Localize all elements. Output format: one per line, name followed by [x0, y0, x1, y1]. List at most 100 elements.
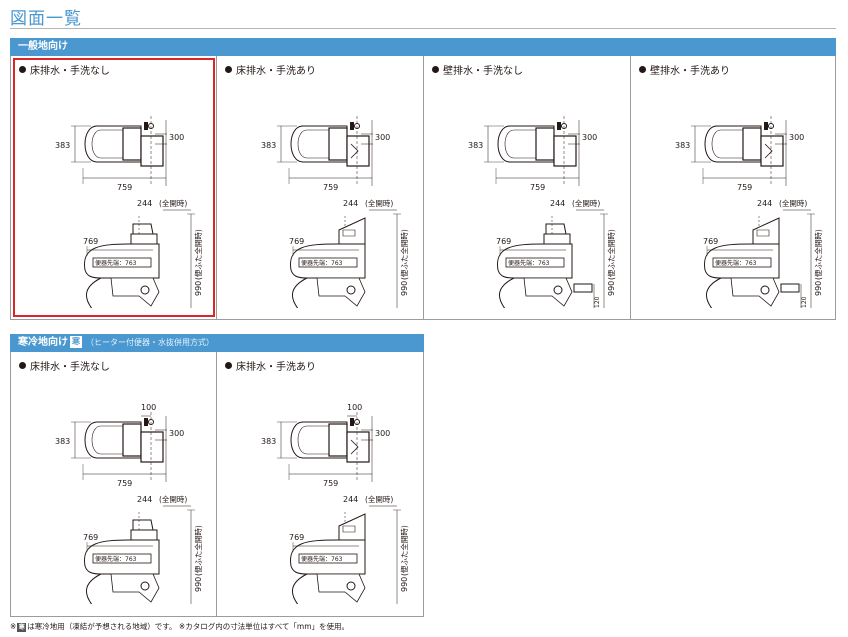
bullet-icon — [432, 66, 439, 73]
dim-383: 383 — [261, 437, 276, 446]
dim-244-note: (全開時) — [365, 494, 393, 504]
bullet-icon — [19, 66, 26, 73]
tip-label: 便器先端：763 — [715, 259, 757, 267]
dim-383: 383 — [468, 141, 483, 150]
section-title-general: 一般地向け — [18, 41, 68, 52]
dim-300: 300 — [169, 429, 184, 438]
dim-759: 759 — [117, 183, 132, 192]
dim-759: 759 — [117, 479, 132, 488]
toilet-drawing: 300383759244(全開時)便器先端：763769990(便ふた全開時)2… — [261, 116, 409, 308]
dim-990-note: (便ふた全開時) — [813, 229, 823, 280]
dim-769: 769 — [289, 533, 304, 542]
toilet-drawing: 300383759100244(全開時)便器先端：763769990(便ふた全開… — [55, 403, 203, 604]
tip-label: 便器先端：763 — [95, 259, 137, 267]
cell-label-text: 壁排水・手洗なし — [443, 66, 523, 77]
dim-300: 300 — [169, 133, 184, 142]
toilet-drawing: 300 383 759 100 244 (全開時) 便器先端：763 769 990(便ふた全開… — [261, 403, 409, 604]
section-header-general: 一般地向け — [10, 38, 836, 56]
dim-244-note: (全開時) — [159, 494, 187, 504]
cell-label: 床排水・手洗なし — [19, 62, 110, 77]
dim-244: 244 — [343, 199, 358, 208]
dim-383: 383 — [55, 437, 70, 446]
dim-244-note: (全開時) — [159, 198, 187, 208]
dim-244: 244 — [137, 199, 152, 208]
tip-label: 便器先端：763 — [301, 555, 343, 563]
dim-990: 990 — [814, 281, 823, 296]
cell-label-text: 床排水・手洗あり — [236, 66, 316, 77]
dim-120: 120 — [594, 296, 601, 308]
cell-label: 床排水・手洗あり — [225, 62, 316, 77]
dim-244: 244 — [343, 495, 358, 504]
dim-769: 769 — [703, 237, 718, 246]
dim-300: 300 — [375, 429, 390, 438]
top-view: 300 383 759 100 — [261, 403, 390, 488]
top-view: 300 383 759 — [55, 116, 184, 192]
section-title-cold: 寒冷地向け — [18, 337, 68, 348]
section-header-cold: 寒冷地向け寒 （ヒーター付便器・水抜併用方式） — [10, 334, 424, 352]
dim-300: 300 — [789, 133, 804, 142]
dim-100: 100 — [347, 403, 362, 412]
cell-label-text: 床排水・手洗なし — [30, 66, 110, 77]
dim-990: 990 — [400, 577, 409, 592]
dim-769: 769 — [83, 533, 98, 542]
dim-759: 759 — [530, 183, 545, 192]
dim-759: 759 — [737, 183, 752, 192]
title-divider — [10, 28, 836, 29]
dim-990: 990 — [607, 281, 616, 296]
dim-244: 244 — [550, 199, 565, 208]
cell-label: 壁排水・手洗なし — [432, 62, 523, 77]
cell-label-text: 壁排水・手洗あり — [650, 66, 730, 77]
cell-label-text: 床排水・手洗あり — [236, 362, 316, 373]
dim-990: 990 — [194, 577, 203, 592]
bullet-icon — [19, 362, 26, 369]
dim-990: 990 — [194, 281, 203, 296]
section-note-cold: （ヒーター付便器・水抜併用方式） — [86, 338, 214, 347]
dim-990: 990 — [400, 281, 409, 296]
page-title: 図面一覧 — [10, 9, 82, 29]
drawing-cell[interactable]: 床排水・手洗あり 300 383 759 100 244 (全開時) 便器先端：763 769 9… — [217, 352, 424, 616]
cell-label-text: 床排水・手洗なし — [30, 362, 110, 373]
tip-label: 便器先端：763 — [301, 259, 343, 267]
toilet-drawing: 300383759244(全開時)便器先端：763769990(便ふた全開時)2… — [55, 116, 203, 308]
toilet-drawing: 300383759244(全開時)便器先端：763769120990(便ふた全開… — [675, 116, 823, 308]
cell-label: 壁排水・手洗あり — [639, 62, 730, 77]
dim-990-note: (便ふた全開時) — [606, 229, 616, 280]
bullet-icon — [225, 362, 232, 369]
toilet-drawing: 300383759244(全開時)便器先端：763769120990(便ふた全開… — [468, 116, 616, 308]
dim-383: 383 — [55, 141, 70, 150]
tip-label: 便器先端：763 — [508, 259, 550, 267]
dim-990-note: (便ふた全開時) — [193, 229, 203, 280]
dim-990-note: (便ふた全開時) — [399, 229, 409, 280]
dim-990-note: (便ふた全開時) — [193, 525, 203, 576]
dim-769: 769 — [496, 237, 511, 246]
tip-label: 便器先端：763 — [95, 555, 137, 563]
footnote-prefix: ※ — [10, 622, 17, 631]
dim-244: 244 — [757, 199, 772, 208]
dim-990-note: (便ふた全開時) — [399, 525, 409, 576]
section-cold: 床排水・手洗なし 300 383 759 100 244 (全開時) 便器先端：763 769 9… — [10, 352, 424, 617]
dim-300: 300 — [375, 133, 390, 142]
dim-759: 759 — [323, 183, 338, 192]
bullet-icon — [639, 66, 646, 73]
dim-100: 100 — [141, 403, 156, 412]
footnote-text: は寒冷地用（凍結が予想される地域）です。 ※カタログ内の寸法単位はすべて「mm」… — [27, 622, 349, 631]
top-view: 300 383 759 — [468, 116, 597, 192]
dim-300: 300 — [582, 133, 597, 142]
bullet-icon — [225, 66, 232, 73]
dim-759: 759 — [323, 479, 338, 488]
dim-244-note: (全開時) — [779, 198, 807, 208]
cold-badge-icon: 寒 — [70, 336, 82, 348]
